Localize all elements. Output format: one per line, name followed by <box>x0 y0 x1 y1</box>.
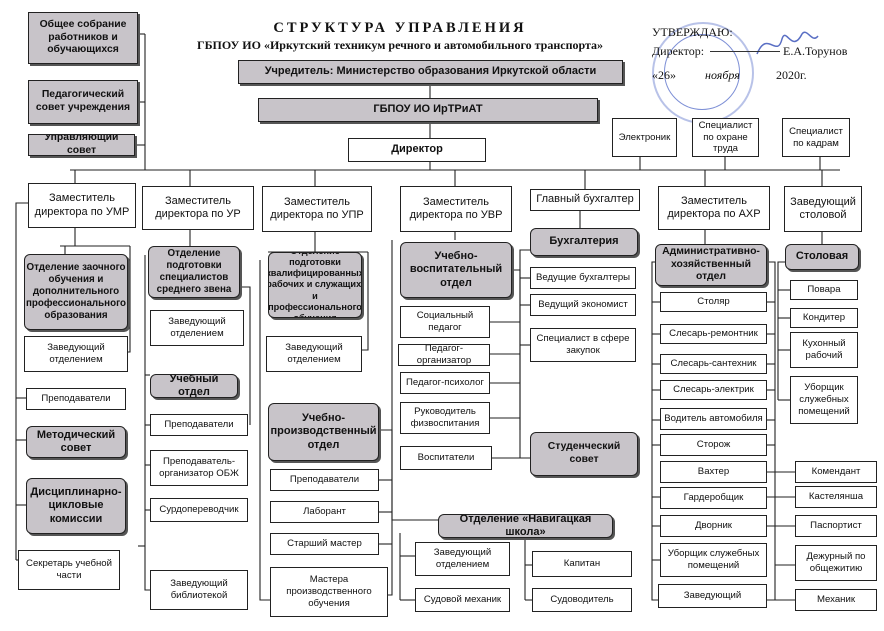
date-month: ноября <box>705 68 740 82</box>
canteen-box: Столовая <box>785 244 859 270</box>
col3-dept-head-box: Заведующий отделением <box>266 336 362 372</box>
director-name: Е.А.Торунов <box>783 44 848 58</box>
navig-head-box: Заведующий отделением <box>415 542 510 576</box>
student-council-box: Студенческий совет <box>530 432 638 476</box>
hr-specialist-box: Специалист по кадрам <box>782 118 850 157</box>
deputy-ur-box: Заместитель директора по УР <box>142 186 254 230</box>
prod-dept-box: Учебно-производственный отдел <box>268 403 379 461</box>
kitchen-worker-box: Кухонный рабочий <box>790 332 858 368</box>
masters-box: Мастера производственного обучения <box>270 567 388 617</box>
deputy-uvr-box: Заместитель директора по УВР <box>400 186 512 232</box>
senior-master-box: Старший мастер <box>270 533 379 555</box>
date-year: 2020г. <box>776 68 807 82</box>
dept-correspondence-box: Отделение заочного обучения и дополнител… <box>24 254 128 330</box>
col3-teachers-box: Преподаватели <box>270 469 379 491</box>
dorm-duty-box: Дежурный по общежитию <box>795 545 877 581</box>
secretary-box: Секретарь учебной части <box>18 550 120 590</box>
cleaner-box: Уборщик служебных помещений <box>660 543 767 577</box>
deputy-upr-box: Заместитель директора по УПР <box>262 186 372 232</box>
psychologist-box: Педагог-психолог <box>400 372 490 394</box>
signature <box>756 31 819 55</box>
sign-interpreter-box: Сурдопереводчик <box>150 498 248 522</box>
date-day: «26» <box>652 68 676 82</box>
mechanic-box: Механик <box>795 589 877 611</box>
method-council-box: Методический совет <box>26 426 126 458</box>
study-dept-box: Учебный отдел <box>150 374 238 398</box>
pedagogical-council-box: Педагогический совет учреждения <box>28 80 138 124</box>
governing-council-box: Управляющий совет <box>28 134 135 156</box>
col6-head-box: Заведующий <box>658 584 767 608</box>
teacher-organizer-box: Педагог-организатор <box>398 344 490 366</box>
stamp-seal-inner <box>664 34 740 110</box>
lab-assistant-box: Лаборант <box>270 501 379 523</box>
commandant-box: Комендант <box>795 461 877 483</box>
janitor-box: Дворник <box>660 515 767 537</box>
mechanic-repair-box: Слесарь-ремонтник <box>660 324 767 344</box>
chief-accountant-box: Главный бухгалтер <box>530 189 640 211</box>
founder-box: Учредитель: Министерство образования Ирк… <box>238 60 623 84</box>
accounting-box: Бухгалтерия <box>530 228 638 256</box>
col2-teachers-box: Преподаватели <box>150 414 248 436</box>
linen-keeper-box: Кастелянша <box>795 486 877 508</box>
cycle-commissions-box: Дисциплинарно-цикловые комиссии <box>26 478 126 534</box>
pe-head-box: Руководитель физвоспитания <box>400 402 490 434</box>
carpenter-box: Столяр <box>660 292 767 312</box>
col1-teachers-box: Преподаватели <box>26 388 126 410</box>
navigation-school-box: Отделение «Навигацкая школа» <box>438 514 613 538</box>
col2-dept-head-box: Заведующий отделением <box>150 310 244 346</box>
economist-box: Ведущий экономист <box>530 294 636 316</box>
director-label: Директор: <box>652 44 705 58</box>
confectioner-box: Кондитер <box>790 308 858 328</box>
obzh-teacher-box: Преподаватель-организатор ОБЖ <box>150 450 248 486</box>
approve-label: УТВЕРЖДАЮ: <box>652 25 733 39</box>
library-head-box: Заведующий библиотекой <box>150 570 248 610</box>
passport-officer-box: Паспортист <box>795 515 877 537</box>
safety-specialist-box: Специалист по охране труда <box>692 118 759 157</box>
plumber-box: Слесарь-сантехник <box>660 354 767 374</box>
guard-box: Сторож <box>660 434 767 456</box>
tutors-box: Воспитатели <box>400 446 492 470</box>
director-box: Директор <box>348 138 486 162</box>
general-meeting-box: Общее собрание работников и обучающихся <box>28 12 138 64</box>
electronics-box: Электроник <box>612 118 677 157</box>
canteen-head-box: Заведующий столовой <box>784 186 862 232</box>
dept-workers-box: Отделение подготовки квалифицированных р… <box>268 252 362 318</box>
driver-box: Водитель автомобиля <box>660 408 767 430</box>
col1-dept-head-box: Заведующий отделением <box>24 336 128 372</box>
watchman-box: Вахтер <box>660 461 767 483</box>
social-teacher-box: Социальный педагог <box>400 306 490 338</box>
navigator-box: Судоводитель <box>532 588 632 612</box>
deputy-ahr-box: Заместитель директора по АХР <box>658 186 770 230</box>
captain-box: Капитан <box>532 551 632 577</box>
edu-dept-box: Учебно-воспитательный отдел <box>400 242 512 298</box>
electrician-box: Слесарь-электрик <box>660 380 767 400</box>
page-title: СТРУКТУРА УПРАВЛЕНИЯ <box>273 20 527 36</box>
deputy-umr-box: Заместитель директора по УМР <box>28 183 136 228</box>
procurement-box: Специалист в сфере закупок <box>530 328 636 362</box>
canteen-cleaner-box: Уборщик служебных помещений <box>790 376 858 424</box>
cooks-box: Повара <box>790 280 858 300</box>
signature-line <box>710 51 780 52</box>
page-subtitle: ГБПОУ ИО «Иркутский техникум речного и а… <box>196 38 604 52</box>
org-box: ГБПОУ ИО ИрТРиАТ <box>258 98 598 122</box>
dept-specialists-box: Отделение подготовки специалистов средне… <box>148 246 240 298</box>
lead-accountants-box: Ведущие бухгалтеры <box>530 267 636 289</box>
cloakroom-box: Гардеробщик <box>660 487 767 509</box>
ship-mechanic-box: Судовой механик <box>415 588 510 612</box>
admin-dept-box: Административно-хозяйственный отдел <box>655 244 767 286</box>
